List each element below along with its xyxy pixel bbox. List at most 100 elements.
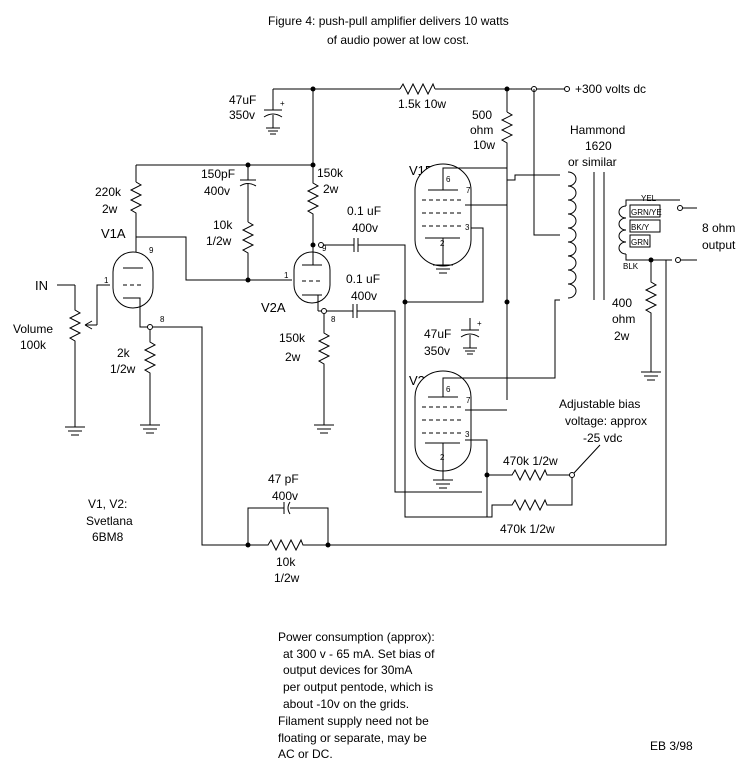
volume-potentiometer <box>65 284 110 436</box>
v2a-pin-9: 9 <box>322 244 327 253</box>
load-ground <box>641 371 661 381</box>
bias-pointer <box>573 444 601 474</box>
tube-v1a-label: V1A <box>101 226 126 241</box>
r470k-b-label: 470k 1/2w <box>500 522 555 536</box>
cathode-resistor-150k <box>317 314 331 425</box>
output-terminals <box>648 205 697 263</box>
load-resistor-line-3: 2w <box>614 329 630 343</box>
r220k-line-1: 220k <box>95 185 122 199</box>
dropping-resistor <box>399 82 436 96</box>
v1b-pin-2: 2 <box>440 239 445 248</box>
tube-v1a <box>112 251 154 315</box>
v1b-pin-7: 7 <box>466 186 471 195</box>
c01b-line-1: 0.1 uF <box>346 272 380 286</box>
note-line-1: Power consumption (approx): <box>278 630 435 644</box>
wire-label-yel: YEL <box>641 194 657 203</box>
r10k-fb-line-2: 1/2w <box>274 571 300 585</box>
figure-title-line-1: Figure 4: push-pull amplifier delivers 1… <box>268 14 509 28</box>
tube-v2a <box>293 245 331 311</box>
screen-resistor-line-1: 500 <box>472 108 492 122</box>
filter-cap-voltage: 350v <box>229 108 255 122</box>
v1a-pin-8: 8 <box>160 315 165 324</box>
wire-label-bk-y: BK/Y <box>631 223 650 232</box>
coupling-capacitor-a <box>353 238 487 518</box>
volume-label-line-1: Volume <box>13 322 53 336</box>
v2b-pin-3: 3 <box>465 430 470 439</box>
bias-cap-value: 47uF <box>424 327 451 341</box>
v2a-pin-1: 1 <box>284 271 289 280</box>
c47pf-line-2: 400v <box>272 489 298 503</box>
plate-resistor-220k <box>129 181 248 281</box>
r150k-bot-line-1: 150k <box>279 331 306 345</box>
v1b-pin-3: 3 <box>465 223 470 232</box>
c150pf-line-2: 400v <box>204 184 230 198</box>
tube-v1b <box>414 163 508 274</box>
r150k-bot-line-2: 2w <box>285 350 301 364</box>
load-resistor-line-1: 400 <box>612 296 632 310</box>
filter-cap-value: 47uF <box>229 93 256 107</box>
grid-resistor-10k <box>241 221 255 280</box>
power-notes: Power consumption (approx): at 300 v - 6… <box>278 630 435 761</box>
r10k-grid-line-1: 10k <box>213 218 233 232</box>
v1b-pin-6: 6 <box>446 175 451 184</box>
note-line-8: AC or DC. <box>278 747 333 761</box>
filter-capacitor: + <box>263 89 285 135</box>
tube-v2a-label: V2A <box>261 300 286 315</box>
c47pf-line-1: 47 pF <box>268 472 299 486</box>
bias-note-line-2: voltage: approx <box>565 414 647 428</box>
r470k-a-label: 470k 1/2w <box>503 454 558 468</box>
tube-type-line-1: V1, V2: <box>88 497 127 511</box>
v2a-pin-8: 8 <box>331 315 336 324</box>
r220k-line-2: 2w <box>102 202 118 216</box>
tube-type-line-3: 6BM8 <box>92 530 124 544</box>
note-line-6: Filament supply need not be <box>278 714 429 728</box>
bias-note-line-1: Adjustable bias <box>559 397 640 411</box>
input-label: IN <box>35 278 48 293</box>
bias-resistor-b <box>487 475 573 518</box>
bias-note-line-3: -25 vdc <box>583 431 622 445</box>
screen-resistor-line-3: 10w <box>473 138 495 152</box>
capacitor-150pf <box>239 179 257 222</box>
bias-capacitor: + <box>460 318 482 355</box>
figure-title-line-2: of audio power at low cost. <box>327 33 469 47</box>
v1a-pin-1: 1 <box>104 276 109 285</box>
tube-type-line-2: Svetlana <box>86 514 133 528</box>
r2k-line-2: 1/2w <box>110 362 136 376</box>
feedback-network <box>245 501 331 552</box>
r150k-top-line-1: 150k <box>317 166 344 180</box>
note-line-3: output devices for 30mA <box>283 663 412 677</box>
load-resistor <box>644 260 658 372</box>
cathode-resistor-2k <box>143 330 157 425</box>
transformer-name-line-3: or similar <box>568 155 617 169</box>
transformer-name-line-2: 1620 <box>585 139 612 153</box>
v2b-pin-6: 6 <box>446 385 451 394</box>
screen-resistor <box>500 111 514 165</box>
note-line-2: at 300 v - 65 mA. Set bias of <box>283 647 435 661</box>
output-transformer <box>567 171 680 300</box>
note-line-7: floating or separate, may be <box>278 731 427 745</box>
dropping-resistor-label: 1.5k 10w <box>398 97 446 111</box>
c01b-line-2: 400v <box>351 289 377 303</box>
v2b-pin-2: 2 <box>440 453 445 462</box>
output-label-line-1: 8 ohm <box>702 221 735 235</box>
svg-text:+: + <box>477 319 482 328</box>
plate-resistor-150k-top <box>306 165 320 245</box>
r10k-grid-line-2: 1/2w <box>206 234 232 248</box>
r10k-fb-line-1: 10k <box>276 555 296 569</box>
v1a-pin-9: 9 <box>149 246 154 255</box>
screen-resistor-line-2: ohm <box>470 123 493 137</box>
wire-label-grn: GRN <box>631 238 649 247</box>
wire-label-grn-ye: GRN/YE <box>631 208 662 217</box>
load-resistor-line-2: ohm <box>612 312 635 326</box>
volume-label-line-2: 100k <box>20 338 47 352</box>
author-signature: EB 3/98 <box>650 739 693 753</box>
svg-text:+: + <box>280 99 285 108</box>
supply-voltage-label: +300 volts dc <box>575 82 646 96</box>
bias-cap-voltage: 350v <box>424 344 450 358</box>
transformer-name-line-1: Hammond <box>570 123 625 137</box>
tube-v2b <box>414 299 560 489</box>
r2k-line-1: 2k <box>117 346 131 360</box>
r150k-top-line-2: 2w <box>323 182 339 196</box>
note-line-4: per output pentode, which is <box>283 680 433 694</box>
